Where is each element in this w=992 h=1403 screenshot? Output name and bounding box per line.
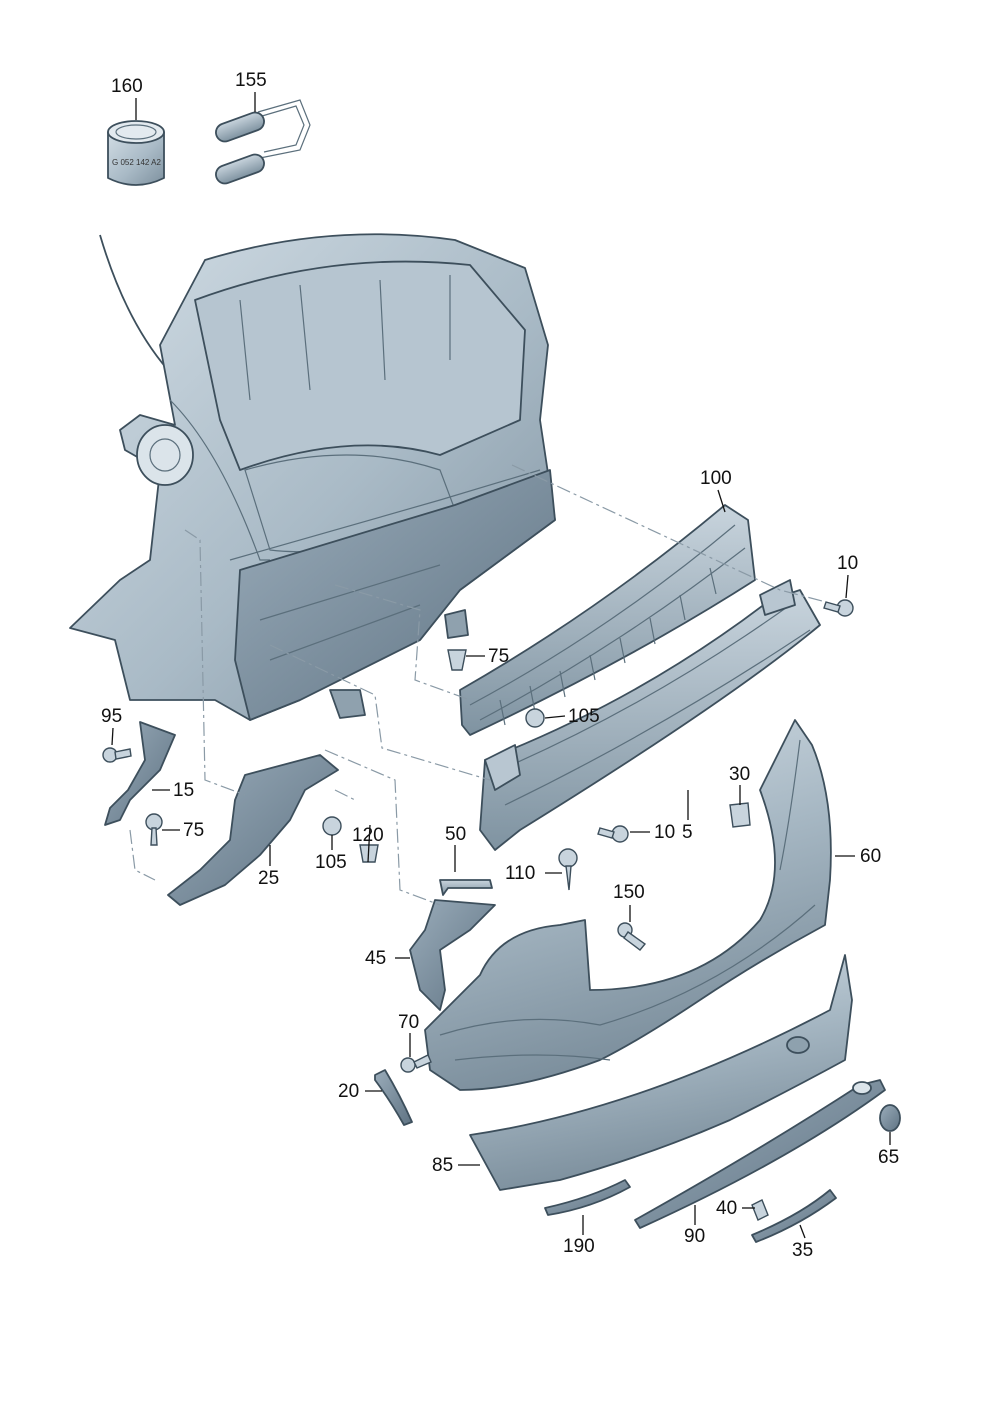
callout-110: 110 — [505, 863, 535, 884]
callout-95: 95 — [101, 706, 122, 727]
callout-10-mid: 10 — [654, 822, 675, 843]
clip-tool-part-155 — [215, 99, 311, 185]
bumper-cover-part-60 — [424, 719, 832, 1091]
callout-labels: 160 155 100 10 75 105 95 15 75 25 105 12… — [101, 70, 899, 1261]
callout-50: 50 — [445, 824, 466, 845]
callout-35: 35 — [792, 1240, 813, 1261]
sealant-tube-part-160: G 052 142 A2 — [107, 120, 165, 186]
diffuser-strip-part-90 — [634, 1079, 886, 1229]
sealant-tube-stamp: G 052 142 A2 — [112, 158, 161, 167]
callout-120: 120 — [352, 825, 384, 846]
callout-70: 70 — [398, 1012, 419, 1033]
callout-45: 45 — [365, 948, 386, 969]
callout-100: 100 — [700, 468, 732, 489]
rear-body-shell — [69, 233, 556, 721]
callout-10-top: 10 — [837, 553, 858, 574]
reflector-part-20 — [374, 1069, 413, 1126]
callout-5: 5 — [682, 822, 693, 843]
callout-85: 85 — [432, 1155, 453, 1176]
energy-absorber-part-100 — [459, 504, 756, 736]
callout-20: 20 — [338, 1081, 359, 1102]
callout-75-top: 75 — [488, 646, 509, 667]
callout-90: 90 — [684, 1226, 705, 1247]
trim-strip-part-35 — [751, 1189, 837, 1243]
callout-25: 25 — [258, 868, 279, 889]
side-bracket-part-45 — [409, 899, 496, 1011]
cap-part-65 — [879, 1104, 901, 1132]
callout-65: 65 — [878, 1147, 899, 1168]
lower-trim-part-85 — [469, 954, 853, 1191]
callout-150: 150 — [613, 882, 645, 903]
callout-60: 60 — [860, 846, 881, 867]
callout-40: 40 — [716, 1198, 737, 1219]
clip-part-40 — [751, 1199, 769, 1221]
leader-lines — [111, 92, 891, 1239]
guide-clip-part-50 — [439, 879, 493, 896]
assembly-guide-lines — [129, 464, 827, 906]
callout-155: 155 — [235, 70, 267, 91]
trim-part-190 — [544, 1179, 631, 1216]
callout-105-top: 105 — [568, 706, 600, 727]
callout-160: 160 — [111, 76, 143, 97]
bumper-beam-part-5 — [479, 579, 821, 851]
callout-30: 30 — [729, 764, 750, 785]
callout-190: 190 — [563, 1236, 595, 1257]
callout-105-bottom: 105 — [315, 852, 347, 873]
callout-75-bottom: 75 — [183, 820, 204, 841]
bracket-part-25 — [167, 754, 339, 906]
callout-15: 15 — [173, 780, 194, 801]
bracket-part-15 — [104, 721, 176, 826]
fasteners — [102, 599, 854, 1073]
